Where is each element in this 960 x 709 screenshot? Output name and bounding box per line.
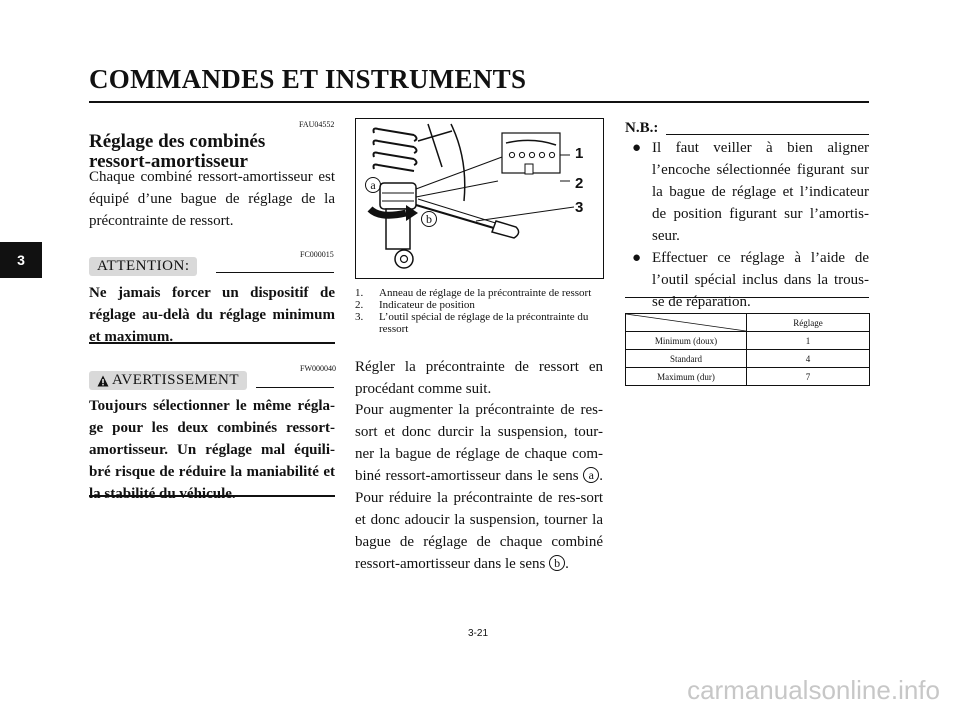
warning-label: AVERTISSEMENT (112, 372, 239, 388)
warning-icon (97, 375, 109, 386)
warning-text: Toujours sélectionner le même régla-ge p… (89, 398, 335, 502)
section-heading-line1: Réglage des combinés (89, 131, 266, 152)
attention-badge: ATTENTION: (89, 257, 198, 276)
section-heading-line2: ressort-amortisseur (89, 151, 248, 172)
warning-rule (256, 387, 334, 388)
warning-end-rule (89, 495, 335, 497)
table-header: Réglage (746, 313, 870, 332)
shock-absorber-figure: a b 1 2 3 (355, 118, 604, 279)
procedure-intro: Régler la précontrainte de ressort en pr… (355, 359, 603, 397)
intro-paragraph: Chaque combiné ressort-amortisseur est é… (89, 169, 335, 229)
table-row: Minimum (doux) 1 (625, 331, 870, 350)
note-rule (666, 134, 869, 135)
note-bullet: ● Effectuer ce réglage à l’aide de l’out… (632, 247, 869, 313)
callout-3: 3 (575, 199, 584, 216)
bullet-icon: ● (632, 140, 642, 156)
note-label: N.B.: (625, 120, 659, 136)
procedure-text: Pour augmenter la précontrainte de res-s… (355, 402, 604, 572)
table-row: Standard 4 (625, 349, 870, 368)
callout-2: 2 (575, 175, 584, 192)
attention-text: Ne jamais forcer un dispositif de réglag… (89, 285, 335, 345)
header-rule (89, 101, 869, 103)
reference-code: FC000015 (300, 250, 334, 259)
bullet-icon: ● (632, 250, 642, 266)
caption-item: 1. Anneau de réglage de la précontrainte… (355, 287, 592, 299)
note-bullet: ● Il faut veiller à bien aligner l’encoc… (632, 137, 869, 247)
note-end-rule (625, 297, 869, 298)
attention-rule (216, 272, 334, 273)
table-row: Maximum (dur) 7 (625, 367, 870, 386)
caption-item: 2. Indicateur de position (355, 299, 475, 311)
table-corner-cell (625, 313, 747, 332)
table-header-row: Réglage (625, 313, 870, 332)
figure-label-a: a (365, 177, 381, 193)
page-title: COMMANDES ET INSTRUMENTS (89, 64, 527, 94)
caption-item: 3. L’outil spécial de réglage de la préc… (355, 311, 589, 335)
warning-badge: AVERTISSEMENT (89, 371, 247, 390)
settings-table: Réglage Minimum (doux) 1 Standard 4 Maxi… (625, 313, 870, 386)
attention-end-rule (89, 342, 335, 344)
page-number: 3-21 (468, 628, 489, 639)
figure-label-b: b (421, 211, 437, 227)
figure-captions: 1. Anneau de réglage de la précontrainte… (355, 287, 603, 335)
watermark: carmanualsonline.info (687, 675, 940, 705)
direction-a-symbol: a (583, 467, 600, 483)
reference-code: FAU04552 (299, 120, 335, 129)
note-bullets: ● Il faut veiller à bien aligner l’encoc… (632, 137, 869, 313)
callout-1: 1 (575, 145, 584, 162)
reference-code: FW000040 (300, 364, 336, 373)
chapter-tab: 3 (0, 242, 42, 278)
direction-b-symbol: b (549, 555, 566, 571)
